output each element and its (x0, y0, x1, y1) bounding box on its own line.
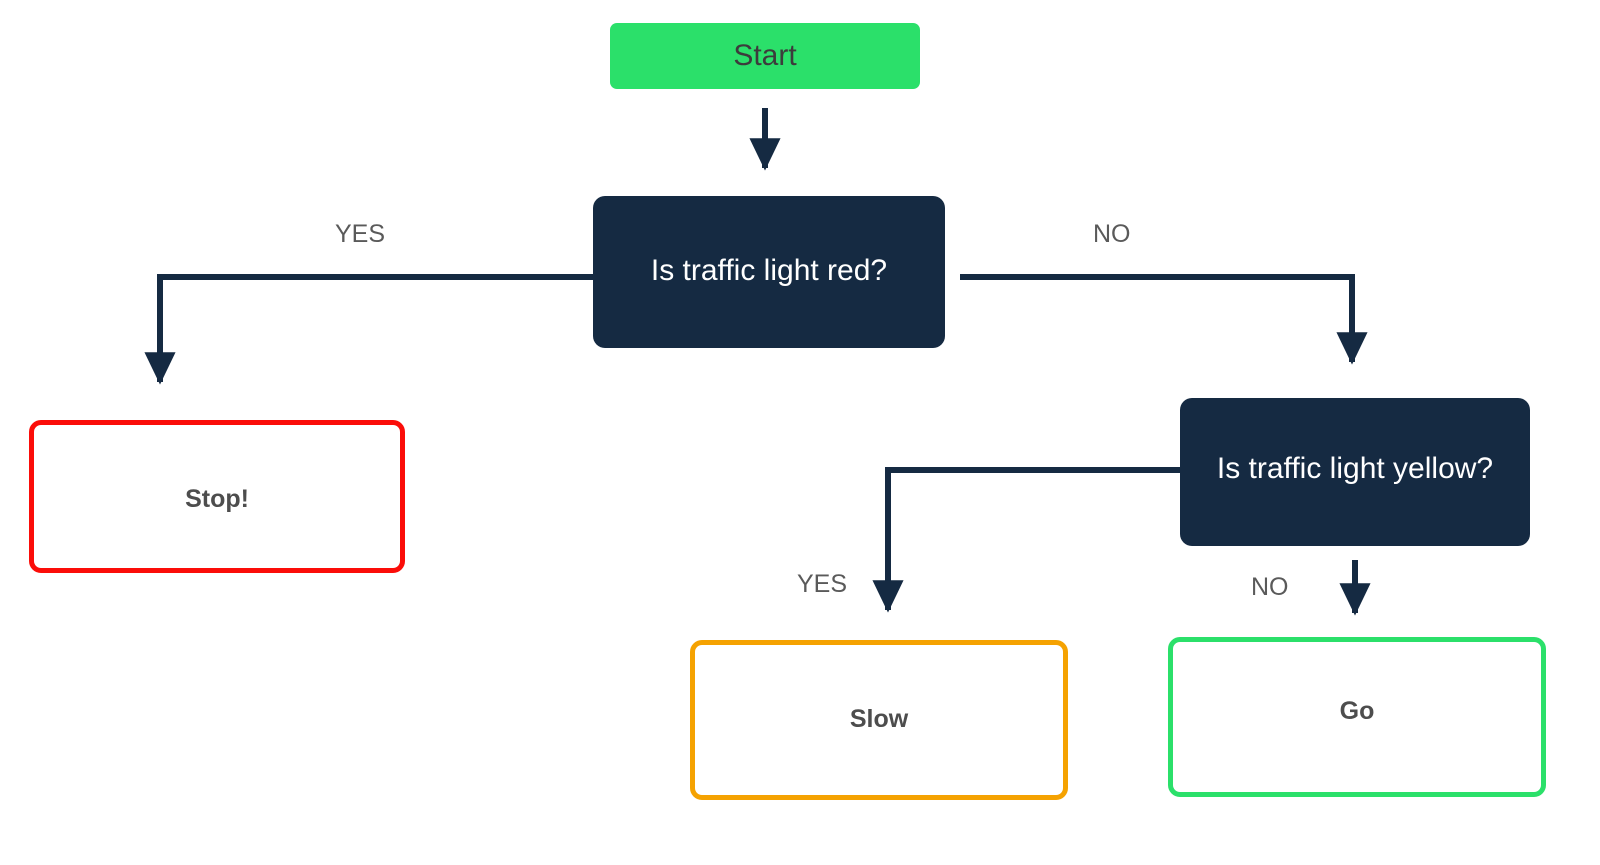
edge-red-no-yellow (960, 274, 1368, 365)
node-outcome-stop[interactable]: Stop! (29, 420, 405, 573)
node-outcome-go[interactable]: Go (1168, 637, 1546, 797)
edge-label-yellow-no: NO (1251, 573, 1289, 601)
node-decision-is-traffic-light-yellow[interactable]: Is traffic light yellow? (1180, 398, 1530, 546)
edge-red-yes-stop (144, 274, 603, 385)
edge-yellow-yes-slow (872, 467, 1203, 613)
edge-label-red-no: NO (1093, 220, 1131, 248)
node-outcome-slow[interactable]: Slow (690, 640, 1068, 800)
node-start-label: Start (733, 38, 797, 72)
node-decision-yellow-label: Is traffic light yellow? (1216, 452, 1494, 485)
node-outcome-stop-label: Stop! (185, 485, 249, 513)
edge-label-yellow-yes: YES (797, 570, 848, 598)
node-outcome-slow-label: Slow (849, 705, 909, 733)
node-decision-is-traffic-light-red[interactable]: Is traffic light red? (593, 196, 945, 348)
edge-label-red-yes: YES (335, 220, 386, 248)
node-outcome-go-label: Go (1339, 697, 1375, 725)
node-start[interactable]: Start (610, 23, 920, 89)
node-decision-red-label: Is traffic light red? (650, 254, 888, 287)
